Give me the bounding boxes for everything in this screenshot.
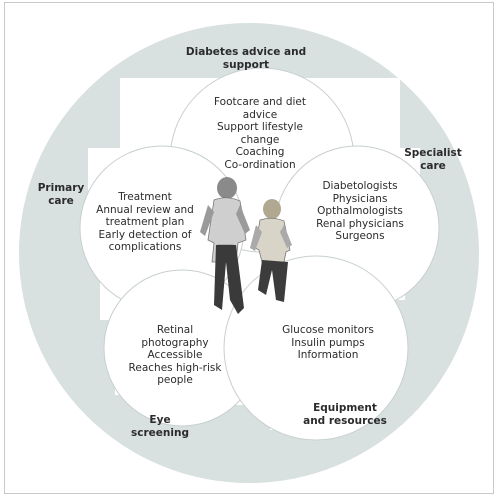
petal-text-line: Co-ordination [224,158,296,171]
petal-text-line: Retinal [156,324,194,336]
sector-label-equipment: Equipment and resources [290,402,400,428]
petal-text-line: Physicians [332,192,388,205]
sector-label-line: care [420,160,446,172]
sector-label-line: screening [131,427,189,439]
sector-label-line: and resources [303,415,387,427]
petal-text-line: Opthalmologists [317,205,403,217]
sector-label-line: care [48,195,74,207]
sector-label-line: Primary [37,182,85,194]
petal-text-line: people [157,374,193,386]
sector-label-line: Eye [149,414,171,426]
petal-text-line: Surgeons [335,230,385,242]
sector-label-diabetes-advice: Diabetes advice and support [180,46,312,72]
petal-text-top: Footcare and diet advice Support lifesty… [190,96,330,171]
petal-text-right: Diabetologists Physicians Opthalmologist… [305,180,415,243]
petal-text-line: Early detection of [98,228,192,241]
sector-label-line: Equipment [313,402,377,414]
petal-text-bottom-left: Retinal photography Accessible Reaches h… [120,324,230,387]
petal-text-left: Treatment Annual review and treatment pl… [90,191,200,254]
petal-text-line: Footcare and diet [214,96,306,108]
petal-text-line: Diabetologists [322,180,398,192]
sector-label-line: Diabetes advice and [185,46,307,58]
petal-text-line: Information [297,349,359,361]
petal-text-line: Support lifestyle [216,121,303,133]
petal-text-line: Insulin pumps [291,336,365,349]
petal-text-line: Treatment [118,191,172,203]
sector-label-specialist-care: Specialist care [393,147,473,173]
petal-text-line: treatment plan [105,216,185,228]
petal-text-line: Glucose monitors [282,324,374,336]
petal-text-line: Accessible [147,349,203,361]
sector-label-primary-care: Primary care [26,182,96,208]
sector-label-line: support [222,59,270,71]
sector-label-line: Specialist [404,147,462,159]
petal-text-line: change [240,133,280,146]
petal-text-line: Annual review and [96,203,194,216]
petal-text-line: Reaches high-risk [128,361,222,374]
petal-text-line: Renal physicians [316,217,404,230]
petal-text-line: photography [141,336,209,349]
petal-text-line: Coaching [235,146,285,158]
petal-bottom-right [223,255,409,441]
petal-text-bottom-right: Glucose monitors Insulin pumps Informati… [272,324,384,362]
petal-text-line: complications [108,241,182,253]
sector-label-eye-screening: Eye screening [120,414,200,440]
couple-walking-photo [200,177,292,314]
petal-text-line: advice [242,108,278,121]
